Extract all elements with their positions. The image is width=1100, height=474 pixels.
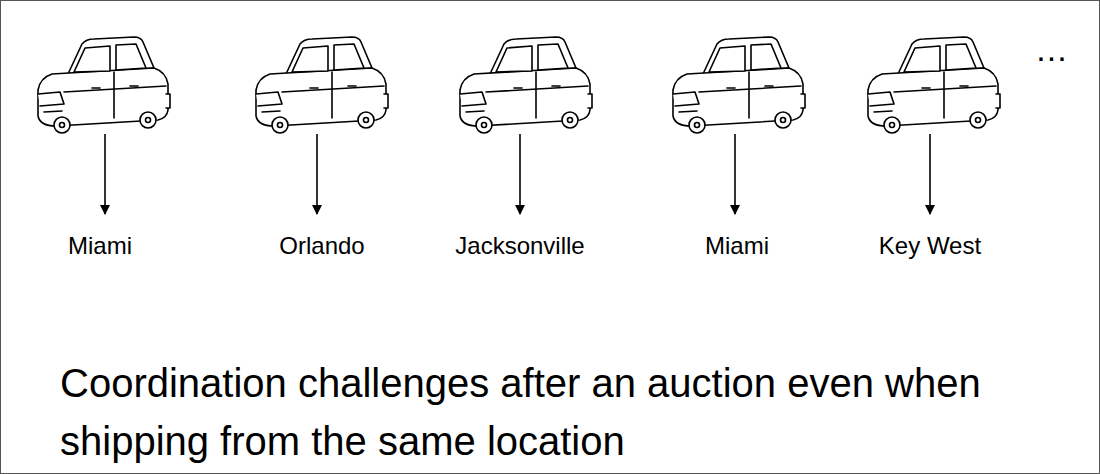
city-label: Key West	[879, 232, 981, 260]
down-arrows	[105, 134, 930, 214]
city-label: Orlando	[279, 232, 364, 260]
car	[460, 37, 592, 133]
car	[256, 37, 388, 133]
ellipsis-mark: ...	[1036, 32, 1067, 66]
caption-text: Coordination challenges after an auction…	[60, 354, 1090, 470]
city-label: Miami	[68, 232, 132, 260]
city-label: Jacksonville	[455, 232, 584, 260]
car	[868, 37, 1000, 133]
car	[38, 37, 170, 133]
city-label: Miami	[705, 232, 769, 260]
car	[673, 37, 805, 133]
